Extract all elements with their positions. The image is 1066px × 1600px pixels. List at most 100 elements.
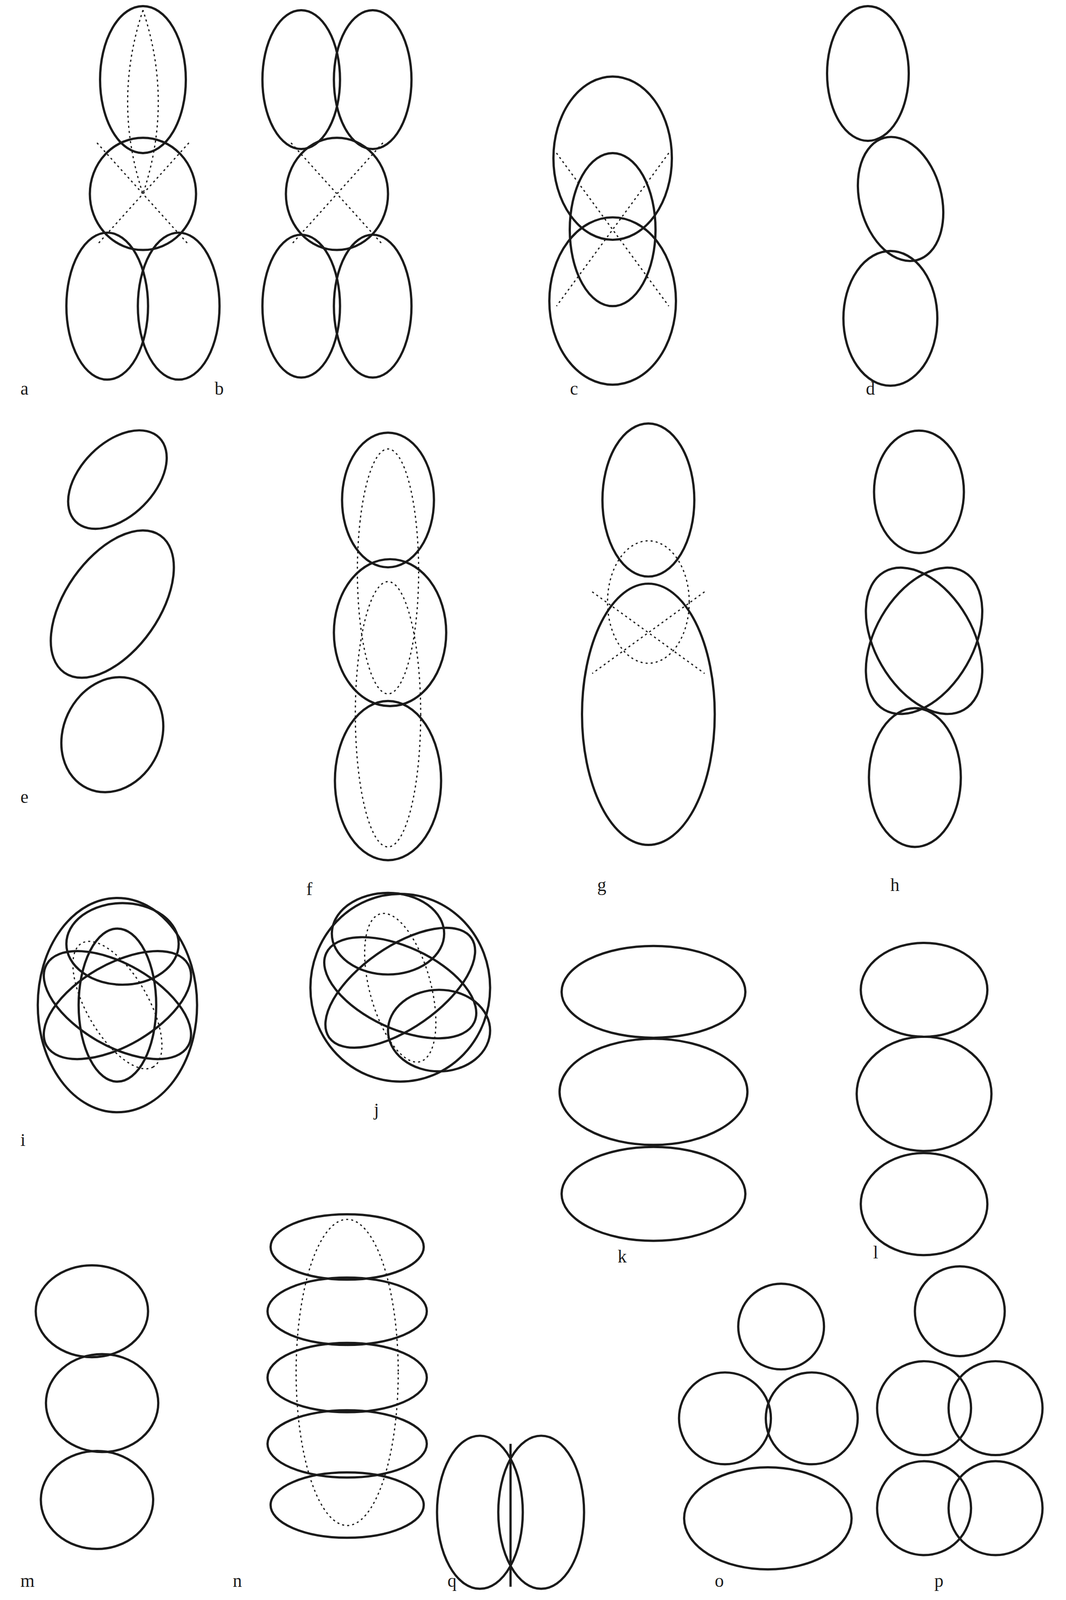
spore-q	[437, 1436, 585, 1590]
spore-outline	[582, 584, 716, 846]
spore-outline	[334, 559, 447, 707]
spore-outline	[49, 412, 186, 548]
spore-outline	[684, 1468, 852, 1571]
figure-letter: p	[934, 1572, 944, 1591]
spore-outline	[26, 929, 209, 1082]
spore-b	[262, 9, 412, 378]
figure-letter: g	[597, 876, 607, 895]
spore-outline	[766, 1372, 859, 1465]
spore-n	[267, 1214, 428, 1539]
spore-c	[549, 76, 677, 385]
figure-letter: o	[714, 1572, 724, 1591]
spore-outline	[874, 430, 964, 554]
spore-outline	[25, 508, 199, 700]
spore-outline	[559, 1039, 748, 1146]
spore-e	[25, 412, 199, 810]
spore-outline	[127, 9, 159, 194]
spore-outline	[262, 234, 340, 378]
spore-outline	[841, 547, 1007, 735]
spore-j	[305, 893, 496, 1082]
spore-outline	[285, 137, 389, 251]
spore-outline	[738, 1284, 825, 1371]
spore-outline	[35, 1265, 149, 1358]
spore-outline	[561, 946, 746, 1038]
spore-outline	[26, 929, 209, 1082]
figure-letter: n	[232, 1572, 242, 1591]
spore-a	[66, 5, 220, 380]
spore-outline	[856, 1036, 992, 1152]
spore-g	[582, 423, 716, 845]
spore-f	[334, 432, 447, 861]
spore-outline	[602, 423, 695, 577]
spore-outline	[437, 1436, 523, 1590]
spore-outline	[869, 708, 962, 848]
spore-outline	[331, 893, 445, 975]
figure-letter: q	[447, 1572, 457, 1591]
spore-outline	[334, 234, 412, 378]
spore-outline	[592, 592, 705, 674]
spore-outline	[100, 5, 187, 153]
spore-outline	[97, 142, 190, 246]
spore-outline	[310, 894, 491, 1082]
spore-p	[877, 1266, 1043, 1556]
spore-outline	[843, 250, 938, 386]
spore-outline	[877, 1461, 972, 1556]
figure-letter: l	[873, 1243, 879, 1263]
spore-outline	[561, 1147, 746, 1242]
spore-outline	[267, 1343, 428, 1413]
spore-outline	[66, 232, 148, 380]
spore-outline	[841, 547, 1007, 735]
spore-outline	[290, 142, 384, 246]
figure-letter: k	[617, 1247, 627, 1267]
spore-outline	[556, 152, 669, 306]
spore-outline	[55, 928, 180, 1083]
figure-letter: m	[20, 1572, 35, 1591]
spore-outline	[607, 540, 690, 664]
spore-outline	[350, 906, 450, 1071]
spore-outline	[270, 1473, 424, 1539]
spore-outline	[355, 581, 421, 848]
spore-outline	[66, 903, 179, 986]
spore-outline	[270, 1214, 424, 1281]
figure-letter: b	[214, 379, 224, 398]
spore-outline	[948, 1361, 1043, 1456]
figure-letter: j	[373, 1100, 379, 1120]
figure-letter: a	[20, 379, 29, 398]
figure-letter: c	[569, 379, 579, 398]
spore-d	[827, 5, 957, 386]
figure-letter: f	[306, 880, 313, 899]
spore-outline	[78, 928, 157, 1082]
spore-outline	[860, 1153, 988, 1256]
spore-outline	[498, 1436, 585, 1590]
spore-outline	[296, 1219, 399, 1527]
spore-outline	[569, 152, 656, 306]
spore-outline	[844, 127, 957, 271]
spore-h	[841, 430, 1007, 848]
spore-i	[26, 898, 209, 1113]
spore-outline	[509, 1444, 512, 1588]
spore-outline	[262, 9, 340, 149]
spore-outline	[137, 232, 220, 380]
spore-outline	[305, 904, 496, 1072]
spore-outline	[860, 943, 988, 1037]
spore-outline	[827, 5, 909, 141]
spore-outline	[45, 1354, 159, 1453]
spore-l	[856, 943, 992, 1256]
spore-outline	[267, 1277, 428, 1346]
spore-outline	[914, 1266, 1005, 1357]
spore-outline	[267, 1410, 428, 1479]
spore-m	[35, 1265, 159, 1550]
spore-k	[559, 946, 748, 1242]
spore-outline	[42, 660, 182, 810]
figure-letter: h	[890, 876, 900, 895]
figure-letter: i	[20, 1131, 26, 1150]
spore-outline	[549, 217, 677, 385]
spore-outline	[334, 9, 412, 149]
spore-outline	[334, 701, 442, 861]
spore-outline	[877, 1361, 972, 1456]
figure-letter: d	[865, 379, 875, 398]
spore-outline	[40, 1451, 154, 1550]
spore-outline	[948, 1461, 1043, 1556]
spore-outline	[357, 449, 419, 695]
